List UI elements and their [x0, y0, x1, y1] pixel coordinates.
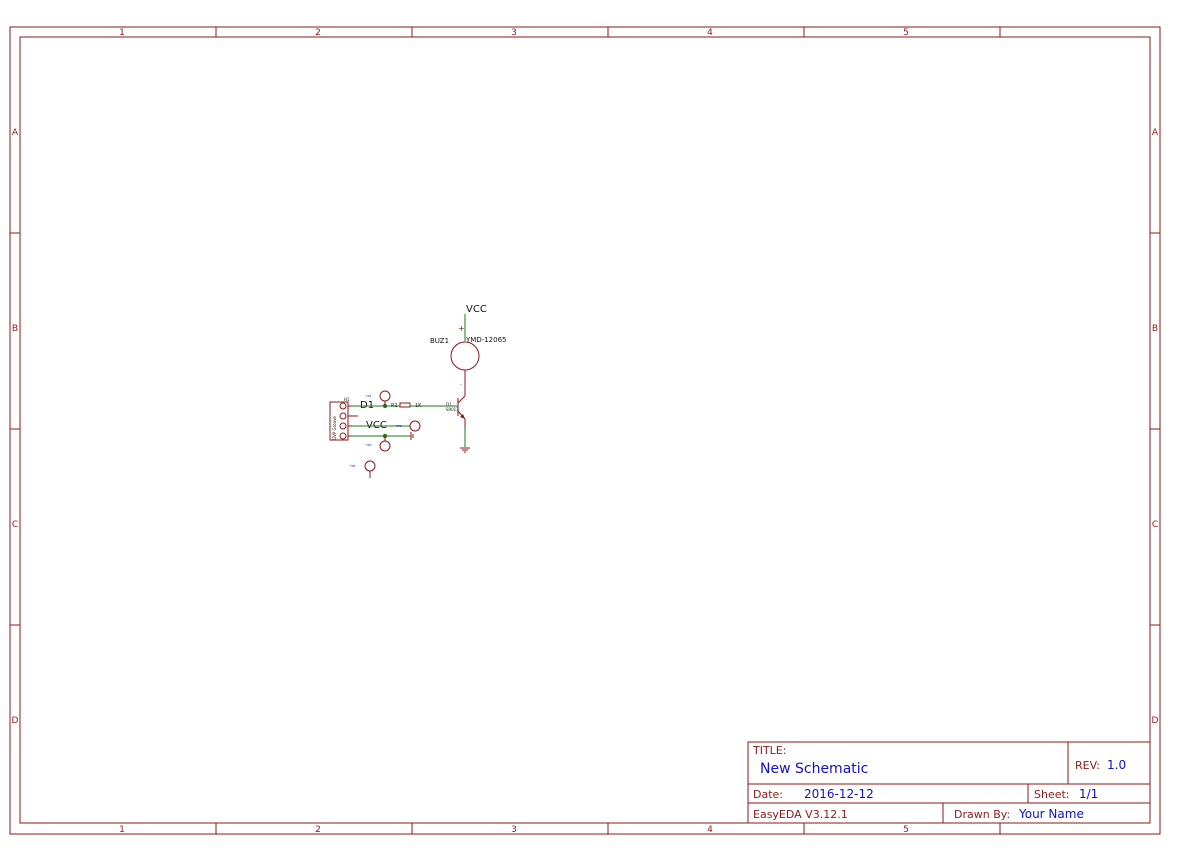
title-value: New Schematic: [760, 761, 868, 777]
col-label-top-4: 4: [707, 28, 713, 38]
transistor-ref-label: Q1: [446, 402, 452, 407]
tp2-label: TP2: [395, 424, 402, 428]
tp1-symbol: [379, 390, 391, 402]
col-label-top-3: 3: [511, 28, 517, 38]
rev-label: REV:: [1075, 759, 1100, 772]
ground-symbol: [460, 447, 470, 453]
connector-name-label: GVP Groove: [332, 416, 337, 440]
bottom-column-dividers: [215, 823, 1001, 834]
row-label-left-c: C: [12, 520, 18, 530]
col-label-top-5: 5: [903, 28, 909, 38]
buzzer-minus-sign: -: [460, 382, 462, 388]
date-label: Date:: [753, 788, 783, 801]
right-row-dividers: [1150, 232, 1160, 626]
col-label-bottom-2: 2: [315, 825, 321, 835]
drawn-by-label: Drawn By:: [954, 808, 1010, 821]
col-label-bottom-1: 1: [119, 825, 125, 835]
vcc-top-label: VCC: [466, 304, 487, 315]
col-label-bottom-3: 3: [511, 825, 517, 835]
row-label-left-a: A: [12, 128, 19, 138]
row-label-right-c: C: [1152, 520, 1158, 530]
col-label-bottom-4: 4: [707, 825, 713, 835]
row-label-right-a: A: [1152, 128, 1159, 138]
tp2-symbol: [409, 420, 421, 432]
tp1-label: TP1: [365, 394, 372, 398]
sheet-value: 1/1: [1079, 787, 1098, 801]
buzzer-symbol: [450, 341, 480, 371]
inner-frame: [19, 36, 1151, 824]
buzzer-plus-sign: +: [458, 324, 465, 333]
col-label-top-1: 1: [119, 28, 125, 38]
outer-frame: [9, 26, 1161, 835]
tp4-symbol: [364, 460, 376, 472]
row-label-left-d: D: [12, 716, 19, 726]
software-version: EasyEDA V3.12.1: [753, 808, 848, 821]
top-column-dividers: [215, 27, 1001, 37]
tp3-symbol: [379, 440, 391, 452]
title-label: TITLE:: [752, 744, 786, 757]
row-label-right-d: D: [1152, 716, 1159, 726]
title-block: [747, 741, 1151, 824]
tp3-label: TP3: [365, 443, 372, 447]
buzzer-part-label: YMD-12065: [465, 336, 507, 344]
drawn-by-value: Your Name: [1018, 807, 1084, 821]
connector-h1: [329, 401, 358, 441]
buzzer-ref-label: BUZ1: [430, 337, 449, 345]
resistor-symbol: [399, 402, 411, 408]
connector-ref-label: H1: [344, 397, 350, 402]
gnd-flag-symbol: [410, 432, 414, 440]
row-label-left-b: B: [12, 324, 18, 334]
transistor-part-label: S9013: [446, 407, 459, 412]
tp4-label: TP4: [349, 464, 356, 468]
row-label-right-b: B: [1152, 324, 1158, 334]
col-label-top-2: 2: [315, 28, 321, 38]
rev-value: 1.0: [1107, 758, 1126, 772]
transistor-symbol: [457, 395, 466, 428]
left-row-dividers: [10, 232, 20, 626]
col-label-bottom-5: 5: [903, 825, 909, 835]
date-value: 2016-12-12: [804, 787, 874, 801]
sheet-label: Sheet:: [1034, 788, 1070, 801]
